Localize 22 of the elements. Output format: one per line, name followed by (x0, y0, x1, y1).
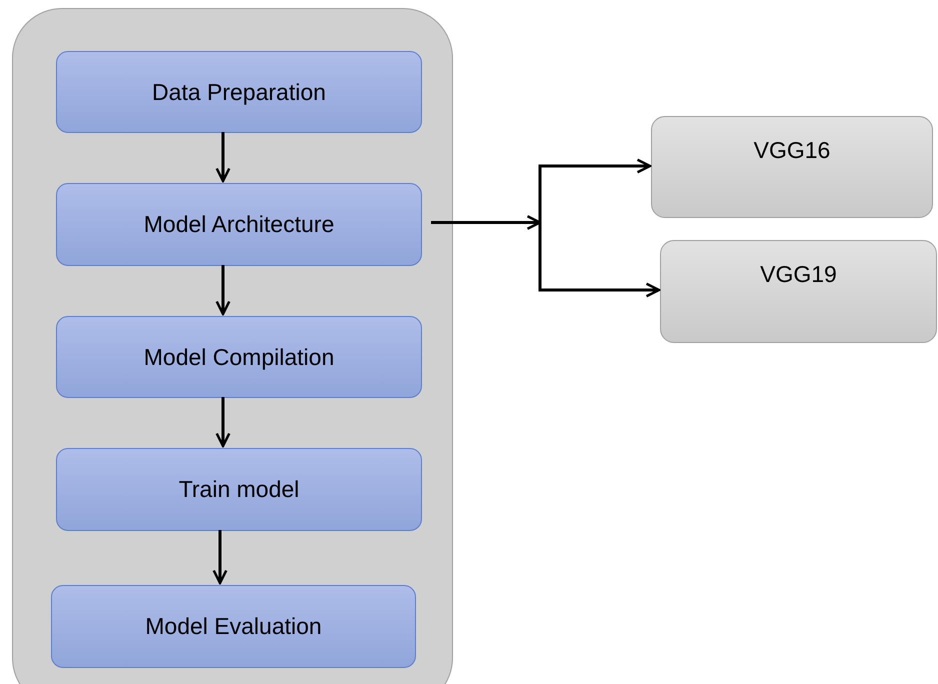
node-label: VGG19 (760, 263, 837, 289)
group-container (12, 8, 453, 684)
process-box (51, 585, 416, 668)
process-box (56, 316, 422, 398)
node-label: Data Preparation (152, 80, 326, 104)
node-label: Model Architecture (144, 213, 334, 236)
process-box (56, 448, 422, 531)
model-box (651, 116, 933, 218)
node-label: VGG16 (754, 139, 830, 165)
node-label: Model Evaluation (145, 615, 322, 638)
arrow (212, 530, 228, 584)
node-label: Train model (178, 478, 300, 501)
arrow (216, 265, 230, 316)
model-box (660, 240, 937, 343)
process-box (56, 51, 422, 133)
arrow (538, 222, 660, 298)
node-label: Model Compilation (144, 346, 334, 368)
arrow (216, 397, 230, 448)
arrow (538, 158, 652, 222)
process-box (56, 183, 422, 266)
arrow (431, 215, 542, 230)
arrow (216, 132, 230, 182)
